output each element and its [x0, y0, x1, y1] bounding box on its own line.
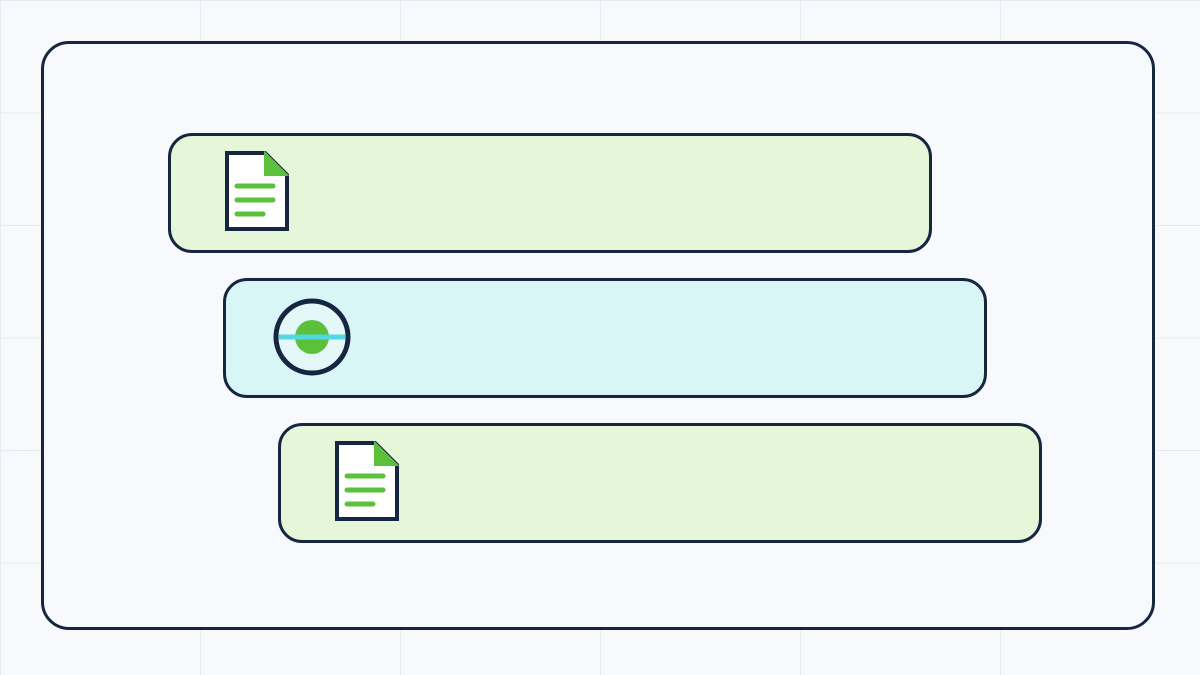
- document-icon: [223, 149, 291, 233]
- document-card-2: [278, 423, 1042, 543]
- target-icon: [271, 296, 353, 378]
- document-icon: [333, 439, 401, 523]
- document-card-1: [168, 133, 932, 253]
- target-card: [223, 278, 987, 398]
